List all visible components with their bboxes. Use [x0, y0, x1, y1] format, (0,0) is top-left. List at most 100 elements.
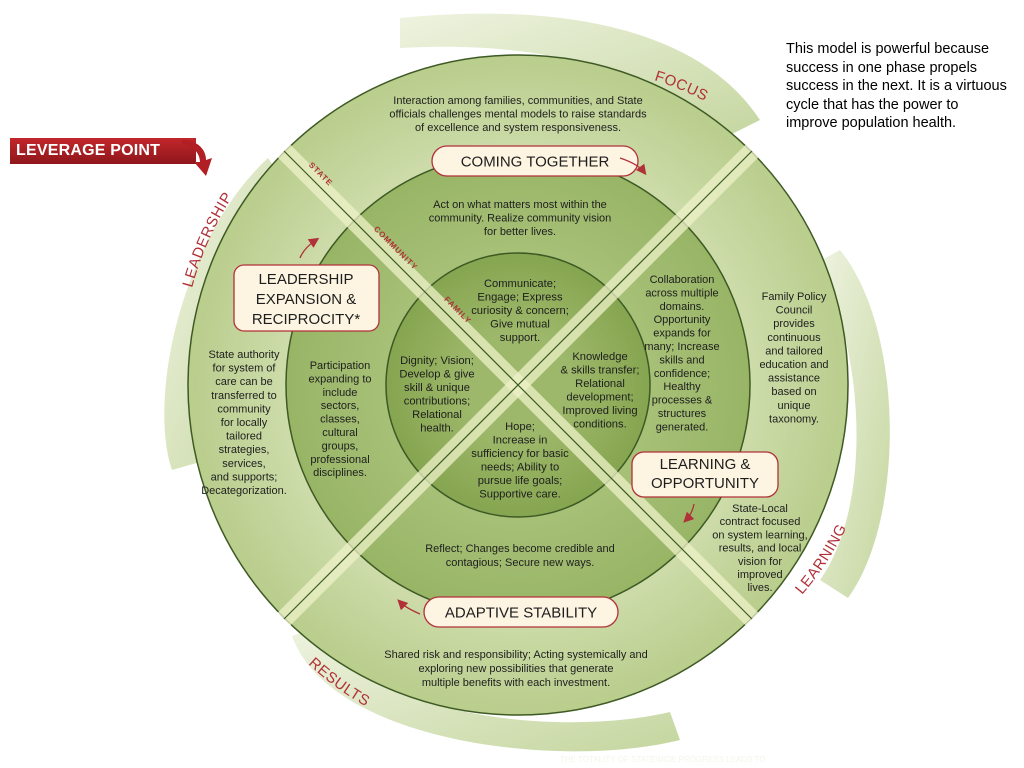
text-line: vision for [738, 556, 782, 568]
text-line: Dignity; Vision; [400, 355, 474, 367]
text-line: Interaction among families, communities,… [393, 95, 642, 107]
text-line: LEARNING & [660, 456, 751, 473]
text-line: expands for [653, 328, 711, 340]
text-line: State-Local [732, 503, 788, 515]
text-line: community [217, 403, 271, 415]
side-note: This model is powerful because success i… [786, 41, 1007, 131]
phase-coming-together: COMING TOGETHER [431, 145, 639, 177]
leverage-point-label: LEVERAGE POINT [10, 138, 196, 164]
text-line: officials challenges mental models to ra… [389, 109, 647, 121]
text-line: Family Policy [762, 291, 827, 303]
text-line: transferred to [211, 390, 276, 402]
text-line: Collaboration [650, 274, 715, 286]
svg-text:ADAPTIVE STABILITY: ADAPTIVE STABILITY [445, 605, 597, 622]
text-line: Opportunity [654, 314, 711, 326]
text-line: development; [566, 392, 633, 404]
text-line: structures [658, 408, 707, 420]
text-line: for locally [221, 417, 268, 429]
text-line: & skills transfer; [561, 365, 640, 377]
text-line: pursue life goals; [478, 475, 563, 487]
text-line: sufficiency for basic [471, 448, 569, 460]
text-line: contagious; Secure new ways. [446, 557, 595, 569]
text-line: confidence; [654, 368, 710, 380]
text-line: Participation [310, 360, 371, 372]
text-line: based on [771, 386, 816, 398]
text-line: Give mutual [490, 319, 550, 331]
text-line: Hope; [505, 421, 535, 433]
text-line: Relational [575, 378, 625, 390]
text-line: care can be [215, 376, 272, 388]
text-line: disciplines. [313, 467, 367, 479]
text-line: lives. [747, 582, 772, 594]
text-line: exploring new possibilities that generat… [418, 663, 613, 675]
footer-faint-text: THE TOTALITY OF STATEWIDE PROGRESS LEADS… [560, 755, 766, 764]
text-line: skills and [659, 354, 704, 366]
text-line: unique [777, 400, 810, 412]
text-line: and supports; [211, 471, 278, 483]
text-line: contract focused [720, 516, 801, 528]
text-line: contributions; [404, 396, 471, 408]
text-line: needs; Ability to [481, 462, 559, 474]
text-line: across multiple [645, 287, 718, 299]
text-line: for system of [213, 363, 277, 375]
text-line: for better lives. [484, 226, 556, 238]
text-line: services, [222, 458, 265, 470]
text-line: cultural [322, 427, 357, 439]
text-line: skill & unique [404, 382, 470, 394]
text-line: sectors, [321, 400, 360, 412]
text-line: multiple benefits with each investment. [422, 677, 610, 689]
text-line: State authority [209, 349, 280, 361]
text-line: conditions. [573, 419, 627, 431]
outer-bottom-text: Shared risk and responsibility; Acting s… [384, 649, 648, 689]
text-line: Develop & give [399, 369, 474, 381]
text-line: strategies, [219, 444, 270, 456]
core-right-text: Knowledge & skills transfer;Relational dev… [561, 351, 640, 431]
text-line: taxonomy. [769, 413, 819, 425]
quadrant-bands [277, 144, 759, 626]
cycle-arrows [299, 157, 695, 615]
text-line: Decategorization. [201, 485, 287, 497]
text-line: Increase in [493, 435, 548, 447]
text-line: health. [420, 423, 454, 435]
text-line: EXPANSION & [256, 291, 357, 308]
text-line: processes & [652, 395, 713, 407]
text-line: expanding to [309, 373, 372, 385]
text-line: Council [776, 305, 813, 317]
text-line: professional [310, 454, 369, 466]
text-line: domains. [660, 301, 705, 313]
text-line: on system learning, [712, 529, 807, 541]
text-line: Act on what matters most within the [433, 199, 607, 211]
text-line: Communicate; [484, 278, 556, 290]
text-line: and tailored [765, 345, 823, 357]
leverage-arrow-icon [182, 140, 212, 176]
text-line: generated. [656, 421, 709, 433]
text-line: include [323, 387, 358, 399]
text-line: Relational [412, 409, 462, 421]
text-line: results, and local [719, 543, 802, 555]
text-line: Shared risk and responsibility; Acting s… [384, 649, 648, 661]
svg-text:LEARNING &OPPORTUNITY: LEARNING &OPPORTUNITY [651, 456, 759, 492]
text-line: Healthy [663, 381, 701, 393]
text-line: support. [500, 332, 540, 344]
text-line: classes, [320, 414, 360, 426]
text-line: LEADERSHIP [258, 271, 353, 288]
svg-text:COMING TOGETHER: COMING TOGETHER [461, 154, 610, 171]
middle-top-text: Act on what matters most within the commu… [429, 199, 612, 238]
phase-adaptive-stability: ADAPTIVE STABILITY [423, 596, 619, 628]
text-line: curiosity & concern; [471, 305, 569, 317]
text-line: Improved living [562, 405, 637, 417]
text-line: community. Realize community vision [429, 213, 612, 225]
text-line: of excellence and system responsiveness. [415, 122, 621, 134]
text-line: Knowledge [572, 351, 627, 363]
outer-top-text: Interaction among families, communities,… [389, 95, 647, 134]
text-line: tailored [226, 431, 262, 443]
